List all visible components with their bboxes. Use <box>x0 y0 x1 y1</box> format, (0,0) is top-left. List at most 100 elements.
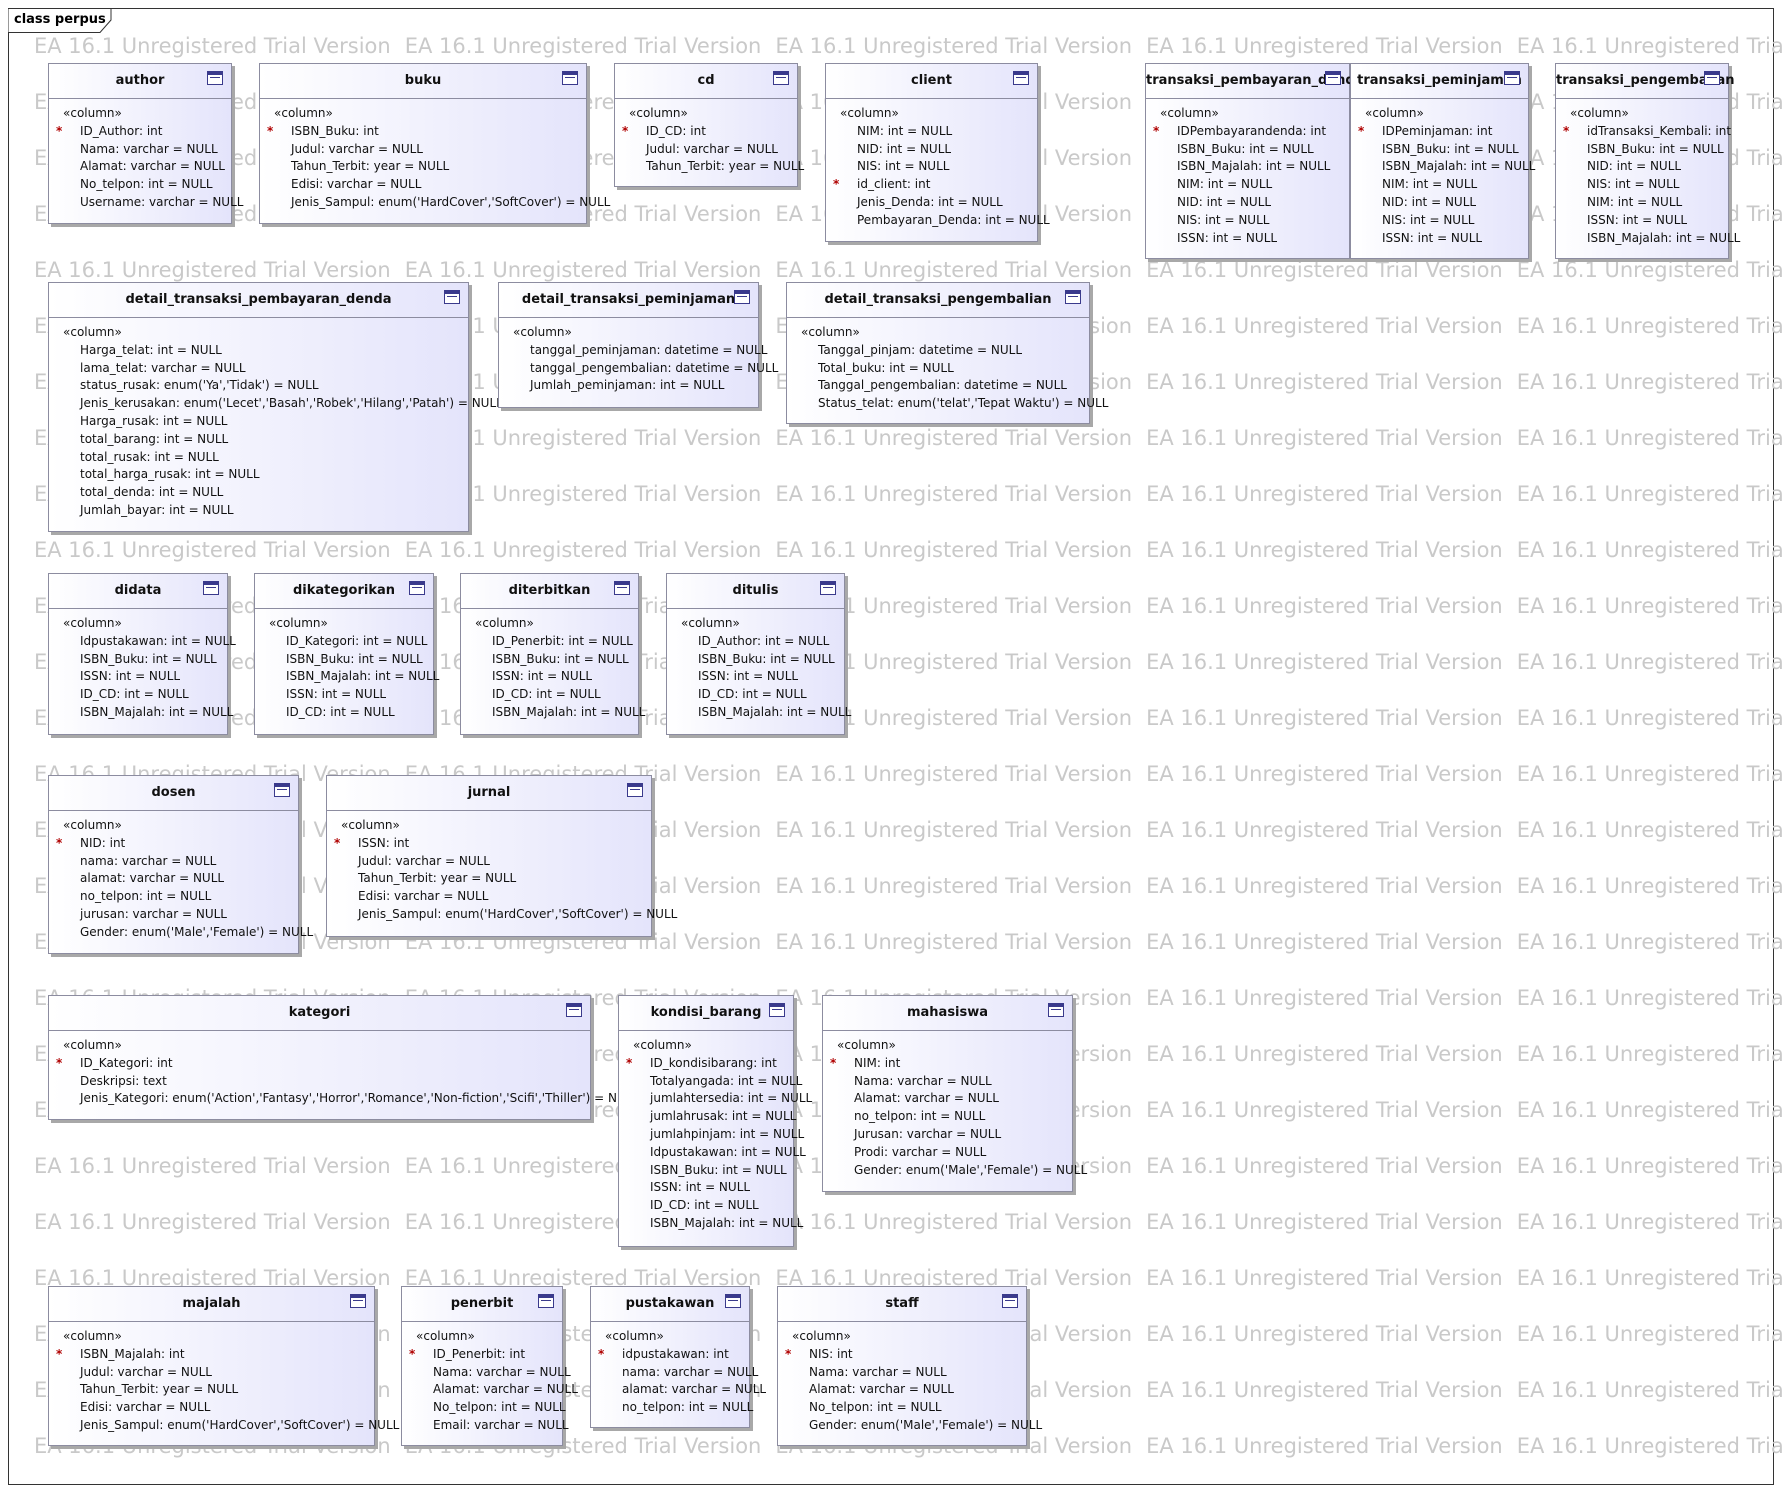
attribute-row: Total_buku: int = NULL <box>801 360 1089 378</box>
table-icon <box>274 783 290 797</box>
entity-name: dosen <box>151 785 196 800</box>
attribute-text: ISSN: int = NULL <box>80 669 181 684</box>
attribute-row: Gender: enum('Male','Female') = NULL <box>792 1417 1042 1435</box>
attribute-row: Jumlah_peminjaman: int = NULL <box>513 377 758 395</box>
entity-transaksi-pembayaran-denda[interactable]: transaksi_pembayaran_denda«column»*IDPem… <box>1145 63 1364 259</box>
primary-key-attribute: *ISBN_Majalah: int <box>56 1346 374 1364</box>
entity-header: buku <box>260 64 586 99</box>
attribute-text: ID_CD: int = NULL <box>698 687 807 702</box>
entity-detail-transaksi-peminjaman[interactable]: detail_transaksi_peminjaman «column»tangg… <box>498 282 778 408</box>
attribute-text: ISBN_Buku: int = NULL <box>1177 141 1314 156</box>
primary-key-icon: * <box>56 835 63 850</box>
attribute-text: NIM: int = NULL <box>1587 194 1683 209</box>
attribute-text: jurusan: varchar = NULL <box>80 906 227 921</box>
primary-key-attribute: *IDPembayarandenda: int <box>1153 123 1349 141</box>
entity-diterbitkan[interactable]: diterbitkan«column»ID_Penerbit: int = NU… <box>460 573 645 735</box>
primary-key-attribute: *NID: int <box>56 835 298 853</box>
entity-name: detail_transaksi_peminjaman <box>521 292 736 307</box>
table-icon <box>769 1003 785 1017</box>
table-icon <box>566 1003 582 1017</box>
primary-key-attribute: *ID_Author: int <box>56 123 231 141</box>
attribute-row: ISSN: int = NULL <box>1570 212 1728 230</box>
entity-transaksi-peminjaman[interactable]: transaksi_peminjaman«column»*IDPeminjama… <box>1350 63 1535 259</box>
entity-attributes: «column»tanggal_peminjaman: datetime = N… <box>499 318 778 399</box>
stereotype-label: «column» <box>792 1329 851 1343</box>
attribute-text: ISBN_Majalah: int = NULL <box>650 1215 804 1230</box>
entity-header: didata <box>49 574 227 609</box>
attribute-text: ID_CD: int = NULL <box>650 1198 759 1213</box>
table-icon <box>538 1294 554 1308</box>
primary-key-attribute: *IDPeminjaman: int <box>1358 123 1528 141</box>
stereotype-label: «column» <box>840 106 899 120</box>
attribute-row: Gender: enum('Male','Female') = NULL <box>63 924 313 942</box>
attribute-row: tanggal_peminjaman: datetime = NULL <box>513 342 767 360</box>
attribute-row: Email: varchar = NULL <box>416 1417 569 1435</box>
entity-name: kondisi_barang <box>650 1005 762 1020</box>
attribute-text: Judul: varchar = NULL <box>80 1364 212 1379</box>
stereotype-label: «column» <box>605 1329 664 1343</box>
entity-kondisi-barang[interactable]: kondisi_barang«column»*ID_kondisibarang:… <box>618 995 812 1247</box>
attribute-row: ISBN_Majalah: int = NULL <box>1160 158 1349 176</box>
attribute-row: ISSN: int = NULL <box>63 668 227 686</box>
table-icon <box>1065 290 1081 304</box>
entity-name: buku <box>404 73 442 88</box>
attribute-row: Edisi: varchar = NULL <box>274 176 586 194</box>
attribute-row: ISSN: int = NULL <box>633 1179 793 1197</box>
attribute-row: No_telpon: int = NULL <box>792 1399 1026 1417</box>
attribute-row: tanggal_pengembalian: datetime = NULL <box>513 360 778 378</box>
primary-key-icon: * <box>1563 123 1570 138</box>
entity-detail-transaksi-pengembalian[interactable]: detail_transaksi_pengembalian«column»Tan… <box>786 282 1108 424</box>
attribute-text: Tahun_Terbit: year = NULL <box>80 1382 239 1397</box>
attribute-text: total_barang: int = NULL <box>80 431 229 446</box>
attribute-row: lama_telat: varchar = NULL <box>63 360 468 378</box>
entity-name: transaksi_pengembalian <box>1556 73 1735 88</box>
entity-dikategorikan[interactable]: dikategorikan«column»ID_Kategori: int = … <box>254 573 439 735</box>
attribute-row: Alamat: varchar = NULL <box>63 158 231 176</box>
attribute-text: Jenis_Denda: int = NULL <box>857 194 1003 209</box>
primary-key-attribute: *NIM: int <box>830 1055 1072 1073</box>
attribute-text: ID_Kategori: int = NULL <box>286 633 428 648</box>
attribute-row: No_telpon: int = NULL <box>63 176 231 194</box>
table-icon <box>734 290 750 304</box>
attribute-row: Deskripsi: text <box>63 1073 590 1091</box>
attribute-text: Jenis_Kategori: enum('Action','Fantasy',… <box>80 1091 640 1106</box>
primary-key-icon: * <box>833 177 840 192</box>
attribute-row: Username: varchar = NULL <box>63 194 243 212</box>
attribute-text: ID_Penerbit: int = NULL <box>492 633 633 648</box>
stereotype-label: «column» <box>1160 106 1219 120</box>
attribute-row: ISBN_Buku: int = NULL <box>1160 141 1349 159</box>
attribute-row: ISSN: int = NULL <box>1160 230 1349 248</box>
stereotype-label: «column» <box>63 325 122 339</box>
attribute-text: ISBN_Buku: int = NULL <box>1587 141 1724 156</box>
attribute-row: Nama: varchar = NULL <box>837 1073 1072 1091</box>
attribute-row: Nama: varchar = NULL <box>63 141 231 159</box>
entity-transaksi-pengembalian[interactable]: transaksi_pengembalian «column»*idTransak… <box>1555 63 1740 259</box>
entity-detail-transaksi-pembayaran-denda[interactable]: detail_transaksi_pembayaran_denda«column… <box>48 282 503 532</box>
attribute-row: Tanggal_pinjam: datetime = NULL <box>801 342 1089 360</box>
attribute-text: alamat: varchar = NULL <box>80 871 225 886</box>
attribute-row: ISBN_Majalah: int = NULL <box>269 668 439 686</box>
attribute-row: NID: int = NULL <box>1160 194 1349 212</box>
attribute-text: ID_Author: int <box>80 123 163 138</box>
